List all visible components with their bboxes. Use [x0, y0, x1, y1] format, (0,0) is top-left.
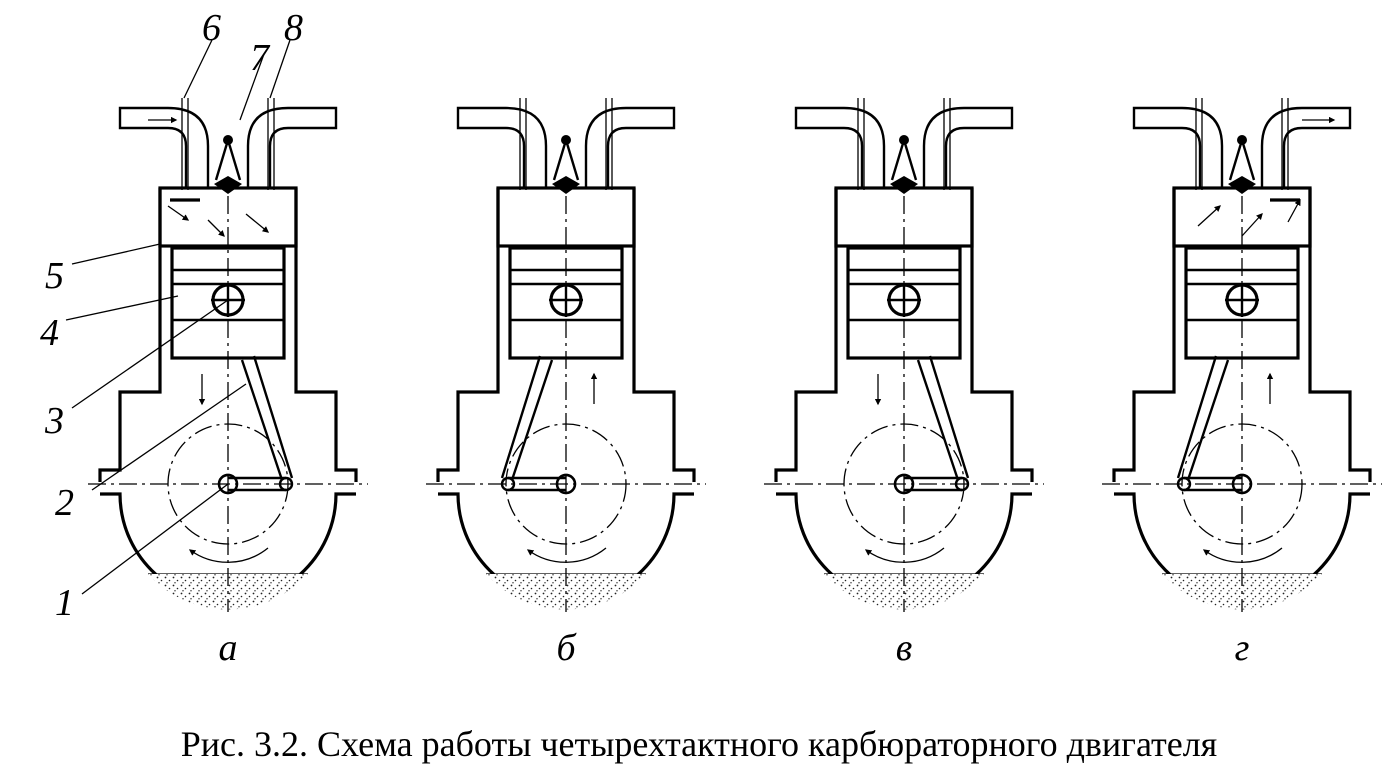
panel-label-b: б	[556, 627, 577, 669]
panel-label-a: а	[219, 627, 238, 669]
callout-4: 4	[40, 312, 59, 354]
leader-lines	[65, 39, 291, 595]
callout-2: 2	[55, 482, 74, 524]
panel-label-v: в	[896, 627, 913, 669]
callout-8: 8	[284, 7, 303, 49]
callout-6: 6	[202, 7, 221, 49]
panel-v	[762, 96, 1046, 614]
callout-1: 1	[55, 582, 74, 624]
panel-b	[424, 96, 708, 614]
callout-3: 3	[44, 400, 64, 442]
panel-label-g: г	[1235, 627, 1250, 669]
figure-caption: Рис. 3.2. Схема работы четырехтактного к…	[181, 724, 1217, 764]
callout-5: 5	[45, 255, 64, 297]
callout-7: 7	[250, 37, 271, 79]
panel-a	[86, 96, 370, 614]
panel-g	[1100, 96, 1384, 614]
